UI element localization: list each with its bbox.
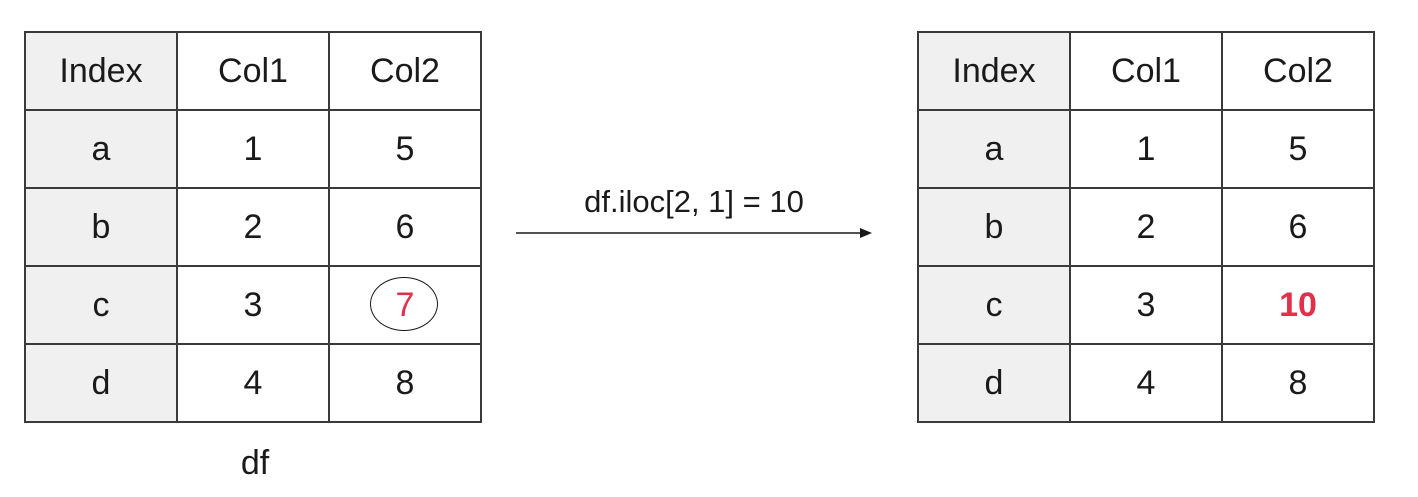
header-cell-col2: Col2	[328, 31, 482, 111]
highlight-circle	[370, 277, 438, 331]
data-cell: 2	[1069, 187, 1223, 267]
index-cell: c	[24, 265, 178, 345]
data-cell: 6	[328, 187, 482, 267]
updated-dataframe-table: Index Col1 Col2 a 1 5 b 2 6 c 3 10 d 4 8	[917, 31, 1375, 423]
table-row: b 2 6	[24, 187, 482, 267]
header-cell-col1: Col1	[1069, 31, 1223, 111]
table-caption: df	[240, 444, 270, 482]
header-cell-col2: Col2	[1221, 31, 1375, 111]
table-row: a 1 5	[24, 109, 482, 189]
data-cell: 1	[176, 109, 330, 189]
data-cell: 8	[328, 343, 482, 423]
table-row: a 1 5	[917, 109, 1375, 189]
data-cell: 1	[1069, 109, 1223, 189]
header-cell-index: Index	[917, 31, 1071, 111]
data-cell: 5	[328, 109, 482, 189]
target-cell: 7	[328, 265, 482, 345]
data-cell: 4	[176, 343, 330, 423]
data-cell: 3	[176, 265, 330, 345]
data-cell: 2	[176, 187, 330, 267]
right-arrow-icon	[516, 228, 872, 238]
data-cell: 5	[1221, 109, 1375, 189]
updated-value-cell: 10	[1221, 265, 1375, 345]
table-row: b 2 6	[917, 187, 1375, 267]
table-row: d 4 8	[24, 343, 482, 423]
data-cell: 8	[1221, 343, 1375, 423]
index-cell: a	[24, 109, 178, 189]
index-cell: a	[917, 109, 1071, 189]
data-cell: 6	[1221, 187, 1375, 267]
table-row: c 3 7	[24, 265, 482, 345]
index-cell: c	[917, 265, 1071, 345]
data-cell: 3	[1069, 265, 1223, 345]
table-row: d 4 8	[917, 343, 1375, 423]
data-cell: 4	[1069, 343, 1223, 423]
header-cell-col1: Col1	[176, 31, 330, 111]
index-cell: b	[24, 187, 178, 267]
header-row: Index Col1 Col2	[917, 31, 1375, 111]
original-dataframe-table: Index Col1 Col2 a 1 5 b 2 6 c 3 7 d 4 8	[24, 31, 482, 423]
table-row: c 3 10	[917, 265, 1375, 345]
index-cell: b	[917, 187, 1071, 267]
index-cell: d	[24, 343, 178, 423]
header-cell-index: Index	[24, 31, 178, 111]
header-row: Index Col1 Col2	[24, 31, 482, 111]
index-cell: d	[917, 343, 1071, 423]
operation-label: df.iloc[2, 1] = 10	[584, 184, 804, 219]
